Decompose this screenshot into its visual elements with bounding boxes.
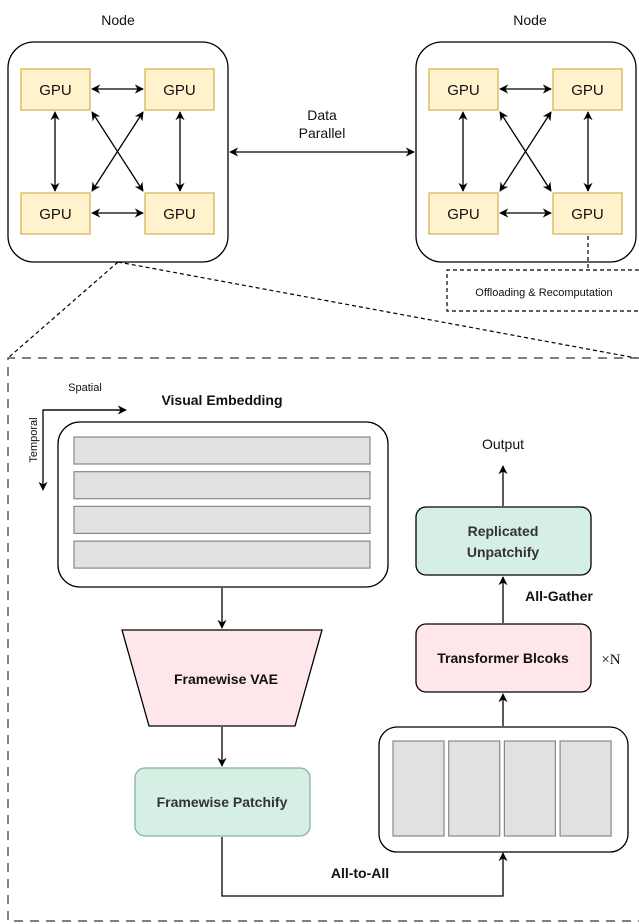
gpu-left-bl: GPU	[20, 192, 91, 235]
transformer-box	[415, 623, 592, 693]
repeat-marker: ×N	[601, 652, 620, 668]
token-column	[392, 740, 445, 837]
framewise-patchify: Framewise Patchify	[134, 767, 311, 837]
vae-label: Framewise VAE	[174, 671, 278, 687]
vae-trapezoid	[121, 629, 323, 727]
all-to-all-label: All-to-All	[331, 865, 389, 881]
offloading-label: Offloading & Recomputation	[475, 287, 612, 299]
framewise-vae: Framewise VAE	[121, 629, 323, 727]
embedding-row	[73, 505, 371, 534]
gpu-left-br: GPU	[144, 192, 215, 235]
embedding-row	[73, 471, 371, 500]
gpu-right-tl: GPU	[428, 68, 499, 111]
gpu-box	[552, 192, 623, 235]
patchify-label: Framewise Patchify	[157, 794, 288, 810]
token-column	[559, 740, 612, 837]
gpu-label: GPU	[447, 206, 480, 223]
gpu-left-tr: GPU	[144, 68, 215, 111]
gpu-label: GPU	[163, 82, 196, 99]
gpu-links-right	[458, 84, 593, 218]
all-to-all-arrow	[221, 837, 508, 897]
zoom-callout-lines	[7, 261, 637, 359]
gpu-box	[428, 68, 499, 111]
gpu-left-tl: GPU	[20, 68, 91, 111]
embedding-row	[73, 436, 371, 465]
data-parallel-link: Data Parallel	[229, 107, 415, 157]
transformer-label: Transformer Blcoks	[437, 650, 569, 666]
data-parallel-label-2: Parallel	[299, 125, 346, 141]
node-left-label: Node	[101, 12, 135, 28]
detail-panel	[7, 357, 639, 922]
offloading-box: Offloading & Recomputation	[446, 236, 639, 312]
gpu-label: GPU	[39, 82, 72, 99]
gpu-right-bl: GPU	[428, 192, 499, 235]
all-to-all-link: All-to-All	[221, 837, 508, 897]
unpatchify-label-2: Unpatchify	[467, 544, 540, 560]
replicated-unpatchify: Replicated Unpatchify	[415, 506, 592, 576]
gpu-label: GPU	[571, 82, 604, 99]
unpatchify-label-1: Replicated	[468, 523, 539, 539]
gpu-label: GPU	[163, 206, 196, 223]
axes: Spatial Temporal	[28, 382, 127, 491]
node-right-label: Node	[513, 12, 547, 28]
gpu-label: GPU	[571, 206, 604, 223]
gpu-right-tr: GPU	[552, 68, 623, 111]
data-parallel-label-1: Data	[307, 107, 337, 123]
token-column	[448, 740, 501, 837]
node-left: Node GPU GPU GPU GPU	[7, 12, 229, 263]
gpu-right-br: GPU	[552, 192, 623, 235]
gpu-label: GPU	[447, 82, 480, 99]
embedding-row	[73, 540, 371, 569]
visual-embedding-title: Visual Embedding	[161, 392, 282, 408]
patchify-box	[134, 767, 311, 837]
gpu-box	[20, 192, 91, 235]
transformer-blocks: Transformer Blcoks ×N	[415, 623, 621, 693]
token-column-group	[392, 740, 612, 837]
gpu-box	[428, 192, 499, 235]
gpu-box	[552, 68, 623, 111]
unpatchify-box	[415, 506, 592, 576]
output-label: Output	[482, 436, 524, 452]
gpu-box	[144, 192, 215, 235]
spatial-label: Spatial	[68, 382, 102, 394]
gpu-links-left	[50, 84, 185, 218]
all-gather-label: All-Gather	[525, 588, 593, 604]
visual-embedding: Visual Embedding	[57, 392, 389, 588]
temporal-label: Temporal	[28, 417, 40, 462]
embedding-rows	[73, 436, 371, 569]
gpu-box	[20, 68, 91, 111]
gpu-box	[144, 68, 215, 111]
token-column	[503, 740, 556, 837]
gpu-label: GPU	[39, 206, 72, 223]
token-columns	[378, 726, 629, 853]
node-right: Node GPU GPU GPU GPU	[415, 12, 637, 263]
